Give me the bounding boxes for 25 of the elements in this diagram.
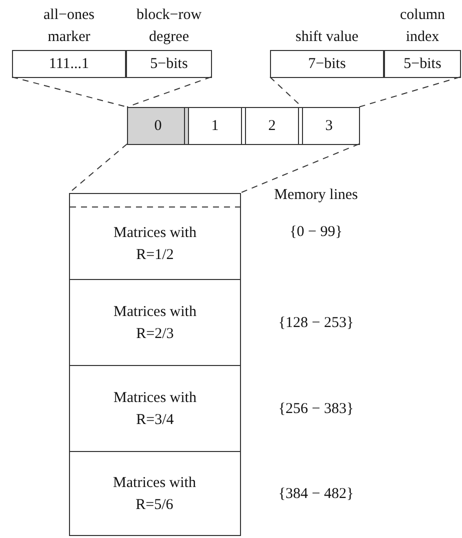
bit-field: 111...1 — [12, 50, 126, 78]
bit-field: 7−bits — [270, 50, 384, 78]
zoom-line — [126, 76, 212, 108]
memory-section: Matrices with R=2/3 — [70, 280, 240, 366]
bit-field: 5−bits — [126, 50, 212, 78]
zoom-line — [358, 76, 460, 108]
memory-range-label: {256 − 383} — [277, 400, 355, 419]
memory-word-cell: 1 — [184, 107, 246, 145]
memory-range-label: {384 − 482} — [277, 485, 355, 504]
memory-range-label: {0 − 99} — [288, 223, 344, 242]
memory-word-cell: 0 — [127, 107, 189, 145]
field-label: shift value — [294, 28, 360, 47]
memory-section: Matrices with R=1/2 — [70, 208, 240, 280]
memory-block — [69, 193, 241, 536]
bit-field: 5−bits — [384, 50, 461, 78]
column-heading: Memory lines — [273, 186, 359, 205]
memory-section: Matrices with R=5/6 — [70, 452, 239, 536]
field-label: block−row degree — [135, 6, 203, 47]
memory-word-cell: 3 — [298, 107, 360, 145]
zoom-line — [240, 144, 360, 194]
memory-word-cell: 2 — [241, 107, 303, 145]
field-label: column index — [399, 6, 446, 47]
memory-range-label: {128 − 253} — [277, 314, 355, 333]
field-label: all−ones marker — [42, 6, 96, 47]
memory-section: Matrices with R=3/4 — [70, 366, 240, 452]
